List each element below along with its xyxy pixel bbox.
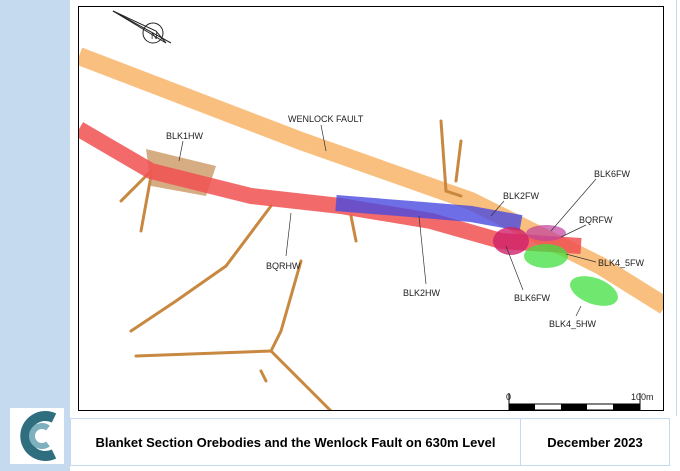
blk4-5-orebody: [524, 244, 618, 306]
wenlock-fault: [79, 47, 663, 314]
scale-start: 0: [506, 392, 511, 402]
label-blk2hw: BLK2HW: [403, 288, 441, 298]
blk6-orebody: [493, 225, 566, 255]
label-bqrfw: BQRFW: [579, 215, 613, 225]
mine-plan-map: N WENLOCK FAULT BLK1HW BQRHW BLK2HW BLK2…: [78, 6, 664, 411]
label-wenlock-fault: WENLOCK FAULT: [288, 114, 364, 124]
label-blk1hw: BLK1HW: [166, 131, 204, 141]
label-blk4-5hw: BLK4_5HW: [549, 319, 597, 329]
figure-date: December 2023: [520, 418, 670, 466]
scale-end: 100m: [631, 392, 654, 402]
blk2-orebody: [335, 195, 523, 231]
label-blk2fw: BLK2FW: [503, 191, 540, 201]
label-blk4-5fw: BLK4_5FW: [598, 258, 645, 268]
label-blk6fw-bottom: BLK6FW: [514, 293, 551, 303]
label-blk6fw-top: BLK6FW: [594, 169, 631, 179]
scale-bar: 0 100m: [506, 392, 654, 410]
figure-title: Blanket Section Orebodies and the Wenloc…: [70, 418, 521, 466]
side-strip: [0, 0, 70, 471]
label-bqrhw: BQRHW: [266, 261, 301, 271]
north-label: N: [151, 31, 158, 41]
north-arrow: N: [112, 10, 172, 44]
company-logo: [10, 408, 64, 464]
leader-lines: [178, 124, 597, 317]
